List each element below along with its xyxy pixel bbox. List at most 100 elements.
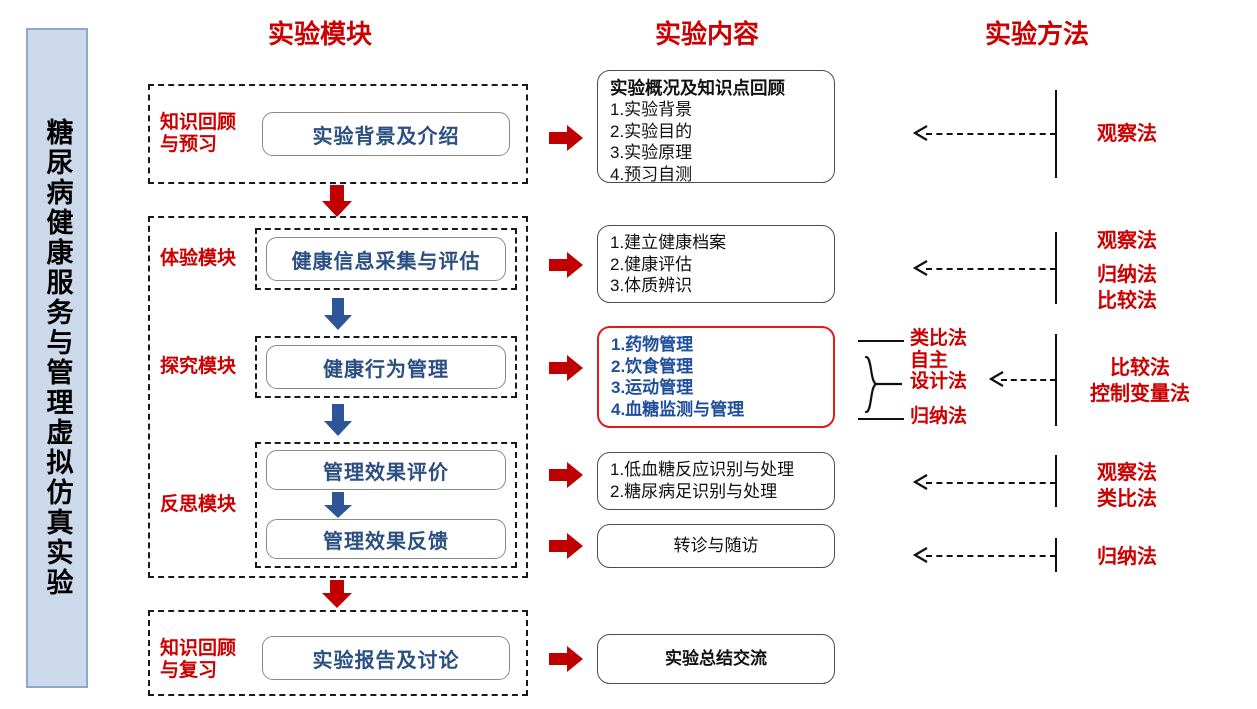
content-line: 3.实验原理 <box>610 143 693 163</box>
content-box-complication-handling[interactable]: 1.低血糖反应识别与处理 2.糖尿病足识别与处理 <box>597 452 835 510</box>
sub-method-line: 设计法 <box>910 371 968 393</box>
content-line: 实验总结交流 <box>665 649 767 669</box>
method-arrowhead-5 <box>912 547 928 563</box>
content-line: 2.饮食管理 <box>611 356 694 376</box>
sidebar-title-text: 糖尿病健康服务与管理虚拟仿真实验 <box>42 118 73 598</box>
method-line: 归纳法 <box>1097 546 1157 568</box>
sidebar-title-panel: 糖尿病健康服务与管理虚拟仿真实验 <box>26 28 88 688</box>
content-box-overview[interactable]: 实验概况及知识点回顾 1.实验背景 2.实验目的 3.实验原理 4.预习自测 <box>597 70 835 184</box>
content-line: 1.低血糖反应识别与处理 <box>610 460 795 479</box>
content-box-behavior-management[interactable]: 1.药物管理 2.饮食管理 3.运动管理 4.血糖监测与管理 <box>597 326 835 428</box>
module-box-health-info-collection[interactable]: 健康信息采集与评估 <box>266 237 506 281</box>
module-box-health-behavior-management[interactable]: 健康行为管理 <box>266 345 506 389</box>
sub-method-label-induction: 归纳法 <box>910 406 967 427</box>
method-line: 类比法 <box>1097 488 1157 510</box>
module-box-experiment-report-discussion[interactable]: 实验报告及讨论 <box>262 636 510 680</box>
module-box-management-effect-evaluation[interactable]: 管理效果评价 <box>266 450 506 490</box>
content-line: 2.糖尿病足识别与处理 <box>610 481 778 501</box>
method-dash-line-2 <box>926 268 1056 270</box>
method-bracket-bar-1 <box>1055 90 1057 178</box>
method-arrowhead-2 <box>912 260 928 276</box>
content-box-overview-title: 实验概况及知识点回顾 <box>610 78 785 98</box>
method-label-3: 比较法 控制变量法 <box>1090 355 1190 407</box>
content-line: 3.体质辨识 <box>610 276 693 296</box>
module-box-management-effect-feedback[interactable]: 管理效果反馈 <box>266 519 506 559</box>
method-line: 比较法 <box>1110 357 1170 379</box>
method-dash-line-5 <box>926 555 1056 557</box>
method-bracket-bar-5 <box>1055 538 1057 572</box>
arrow-right-to-content-3 <box>549 355 583 381</box>
module-group-main <box>148 216 528 578</box>
stage-label-review-line1: 知识回顾 <box>160 638 237 659</box>
method-bracket-bar-3 <box>1055 334 1057 426</box>
arrow-right-to-content-6 <box>549 646 583 672</box>
module-subgroup-inquiry <box>255 336 517 398</box>
stage-label-review-line2: 与复习 <box>160 659 218 681</box>
sub-method-line: 归纳法 <box>910 406 968 427</box>
stage-label-inquiry: 探究模块 <box>160 356 236 378</box>
column-header-content: 实验内容 <box>655 19 760 49</box>
column-header-method: 实验方法 <box>985 19 1090 49</box>
content-line: 1.实验背景 <box>610 100 693 120</box>
sub-method-line: 自主 <box>910 350 949 371</box>
content-box-referral-followup[interactable]: 转诊与随访 <box>597 524 835 568</box>
stage-label-inquiry-line1: 探究模块 <box>160 356 237 377</box>
arrow-right-to-content-5 <box>549 533 583 559</box>
arrow-down-blue-experience-to-inquiry <box>324 298 354 332</box>
method-dash-line-3 <box>1001 379 1056 381</box>
method-label-4: 观察法 类比法 <box>1097 460 1157 512</box>
sub-method-line: 类比法 <box>910 328 968 349</box>
method-line: 比较法 <box>1097 290 1157 312</box>
method-label-5: 归纳法 <box>1097 544 1157 570</box>
arrow-right-to-content-1 <box>549 125 583 151</box>
stage-label-reflection: 反思模块 <box>160 494 236 516</box>
stage-label-reflection-line1: 反思模块 <box>160 494 237 515</box>
method-line: 观察法 <box>1097 230 1157 252</box>
content-box-summary-exchange[interactable]: 实验总结交流 <box>597 634 835 684</box>
arrow-right-to-content-4 <box>549 462 583 488</box>
sub-method-label-self-design: 自主 设计法 <box>910 350 967 393</box>
module-subgroup-experience <box>255 228 517 290</box>
stage-label-review: 知识回顾 与复习 <box>160 638 236 682</box>
stage-label-experience-line1: 体验模块 <box>160 248 237 269</box>
arrow-right-to-content-2 <box>549 252 583 278</box>
method-bracket-bar-4 <box>1055 455 1057 507</box>
method-arrowhead-4 <box>912 474 928 490</box>
content-line: 4.血糖监测与管理 <box>611 399 745 419</box>
content-line: 1.建立健康档案 <box>610 233 727 252</box>
arrow-down-blue-evaluation-to-feedback <box>324 492 354 526</box>
method-label-1: 观察法 <box>1097 121 1157 147</box>
method-dash-line-1 <box>926 133 1056 135</box>
arrow-down-red-preview-to-main <box>322 185 352 219</box>
content-line: 2.实验目的 <box>610 121 693 141</box>
method-line: 归纳法 <box>1097 264 1157 286</box>
method-arrowhead-3 <box>988 371 1004 387</box>
stage-label-experience: 体验模块 <box>160 248 236 270</box>
stage-label-preview-line2: 与预习 <box>160 133 218 155</box>
arrow-down-red-main-to-review <box>322 580 352 614</box>
content-line: 2.健康评估 <box>610 254 693 274</box>
module-box-background-intro[interactable]: 实验背景及介绍 <box>262 112 510 156</box>
method-line: 观察法 <box>1097 462 1157 484</box>
method-line: 控制变量法 <box>1090 383 1190 405</box>
method-label-2: 观察法 归纳法 比较法 <box>1097 228 1157 314</box>
arrow-down-blue-inquiry-to-reflection <box>324 404 354 438</box>
module-group-preview <box>148 84 528 184</box>
content-line: 4.预习自测 <box>610 164 693 184</box>
method-bracket-bar-2 <box>1055 232 1057 304</box>
method-line: 观察法 <box>1097 123 1157 145</box>
content-line: 转诊与随访 <box>673 536 759 556</box>
content-line: 1.药物管理 <box>611 335 694 354</box>
method-arrowhead-1 <box>912 125 928 141</box>
stage-label-preview: 知识回顾 与预习 <box>160 112 236 156</box>
sub-method-connector-top <box>858 340 904 342</box>
sub-method-label-analogy: 类比法 <box>910 328 967 349</box>
sub-method-connector-bottom <box>858 418 904 420</box>
sub-method-brace <box>856 355 904 415</box>
module-subgroup-reflection <box>255 442 517 568</box>
content-box-health-assessment[interactable]: 1.建立健康档案 2.健康评估 3.体质辨识 <box>597 225 835 303</box>
method-dash-line-4 <box>926 482 1056 484</box>
content-line: 3.运动管理 <box>611 378 694 398</box>
module-group-review <box>148 610 528 696</box>
